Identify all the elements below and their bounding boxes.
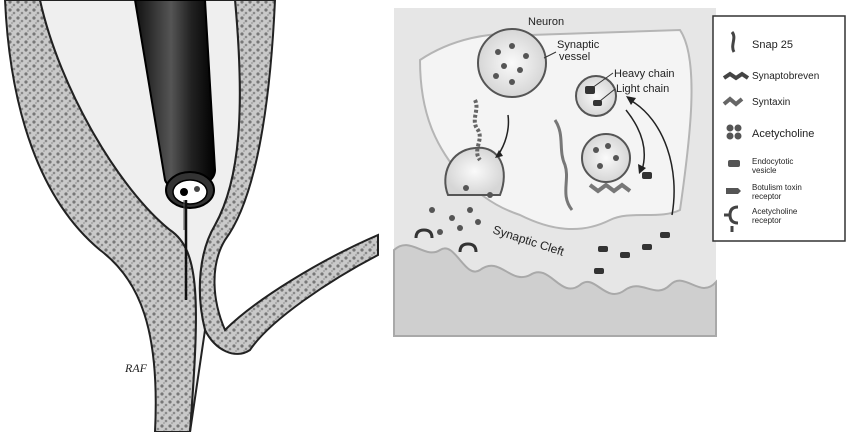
syntaxin-icon — [724, 99, 742, 104]
legend: Snap 25 Synaptobreven Syntaxin Acetychol… — [713, 16, 845, 241]
legend-label-achreceptor-1: Acetycholine — [752, 207, 798, 216]
synaptic-vessel-label-1: Synaptic — [557, 39, 600, 51]
endocytotic-vesicle-icon — [728, 160, 740, 167]
legend-label-syntaxin: Syntaxin — [752, 97, 790, 108]
endoscope-illustration: RAF — [0, 0, 380, 432]
botulism-receptor-icon — [726, 188, 741, 194]
legend-label-botulism-2: receptor — [752, 192, 782, 201]
legend-label-achreceptor-2: receptor — [752, 216, 782, 225]
legend-label-synaptobreven: Synaptobreven — [752, 71, 819, 82]
neuron-label: Neuron — [528, 16, 564, 28]
snap25-icon — [732, 32, 734, 52]
light-chain-label: Light chain — [616, 83, 669, 95]
legend-label-botulism-1: Botulism toxin — [752, 183, 802, 192]
inhibited-vesicle — [582, 134, 630, 182]
synapse-drawing: Neuron Synaptic vessel Heavy chain Light… — [380, 0, 851, 432]
endoscope-drawing: RAF — [0, 0, 380, 432]
synaptic-vessel — [478, 29, 546, 97]
toxin-vesicle — [576, 76, 616, 116]
legend-label-snap25: Snap 25 — [752, 39, 793, 51]
synapse-diagram: Neuron Synaptic vessel Heavy chain Light… — [380, 0, 851, 432]
heavy-chain-label: Heavy chain — [614, 68, 675, 80]
artist-signature: RAF — [124, 361, 148, 375]
legend-label-endocytotic-2: vesicle — [752, 166, 777, 175]
legend-label-acetycholine: Acetycholine — [752, 128, 814, 140]
legend-label-endocytotic-1: Endocytotic — [752, 157, 793, 166]
synaptic-vessel-label-2: vessel — [559, 51, 590, 63]
